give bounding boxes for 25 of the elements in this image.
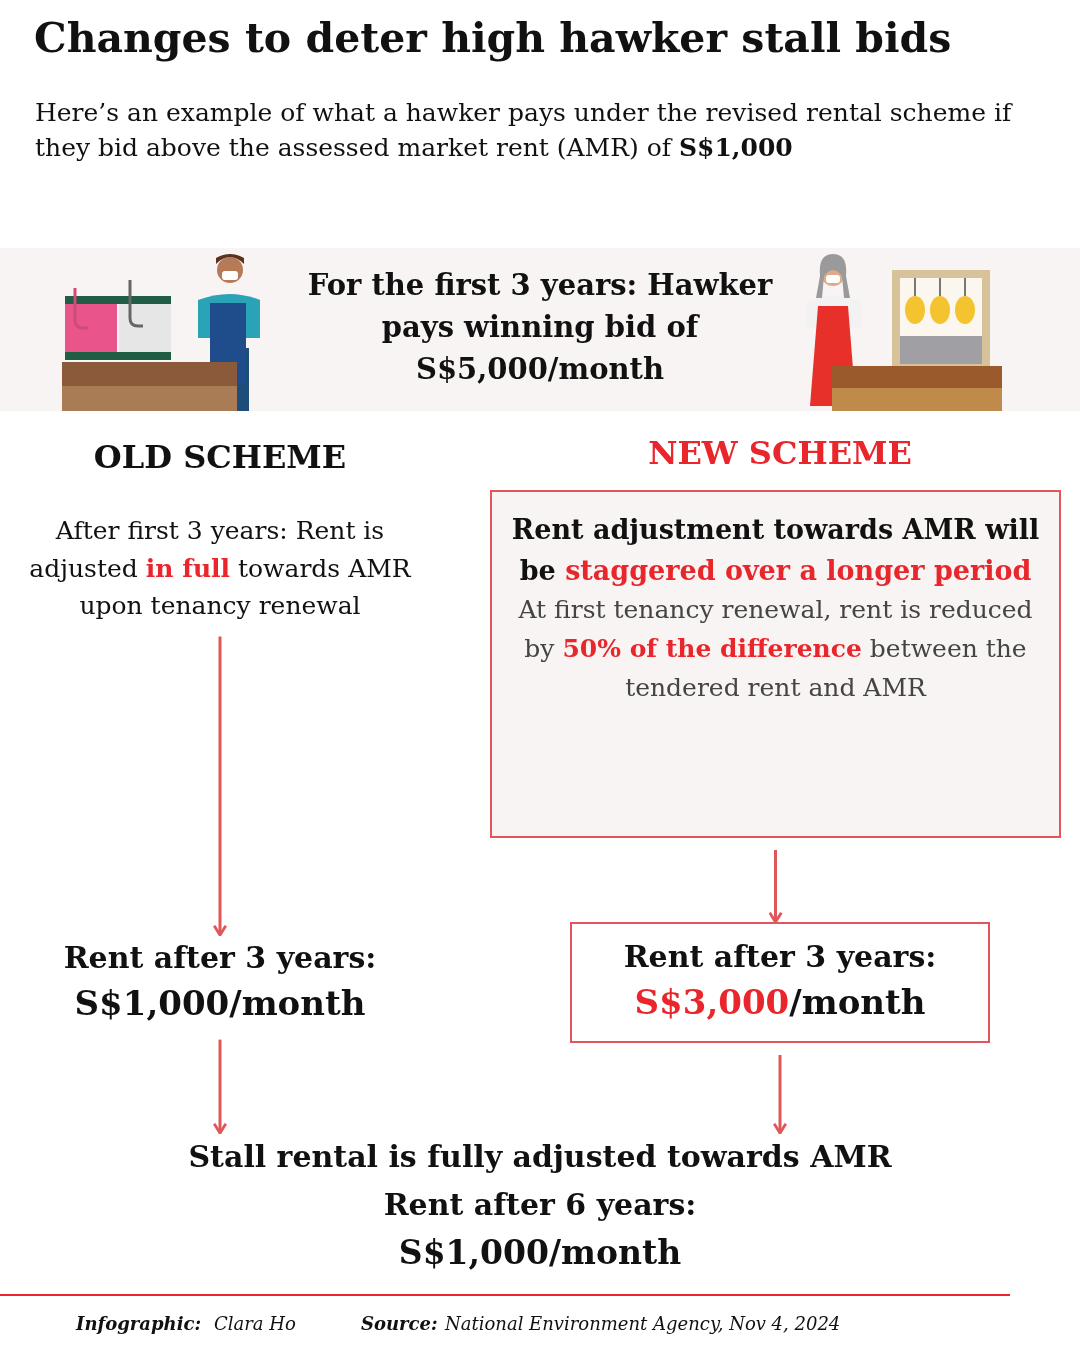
heading: Rent adjustment towards AMR will be staggered over a longer period <box>510 513 1041 588</box>
body-text: S$1,000/month <box>73 982 367 1025</box>
heading: Rent after 3 years: <box>622 938 938 976</box>
arrow <box>768 850 783 924</box>
body-text: Rent after 6 years: <box>382 1186 698 1224</box>
heading: Stall rental is fully adjusted towards AMR <box>187 1138 893 1176</box>
body-text: S$1,000/month <box>397 1232 683 1274</box>
heading: After first 3 years: Rent is adjusted in full towards AMR upon tenancy renewal <box>28 515 413 622</box>
arrow <box>772 1055 788 1135</box>
credit-label: Infographic: <box>76 1312 203 1336</box>
heading: Rent after 3 years: <box>62 939 378 977</box>
subtitle: Here’s an example of what a hawker pays under the revised rental scheme if they bid above the assessed market rent (AMR) of S$1,000 <box>35 97 1014 164</box>
info-box <box>490 490 1061 838</box>
section-heading: OLD SCHEME <box>92 437 348 478</box>
banner <box>0 248 1080 411</box>
credit-name: Clara Ho <box>214 1312 297 1336</box>
body-text: S$3,000/month <box>633 981 927 1024</box>
arrow <box>212 636 228 937</box>
arrow <box>212 1039 228 1135</box>
section-heading: NEW SCHEME <box>647 433 913 474</box>
body-text: At first tenancy renewal, rent is reduced by 50% of the difference between the tendered rent and AMR <box>517 594 1034 704</box>
source-text: National Environment Agency, Nov 4, 2024 <box>445 1312 842 1336</box>
info-box <box>570 922 990 1043</box>
title: Changes to deter high hawker stall bids <box>34 14 952 62</box>
banner-text: For the first 3 years: Hawker pays winning bid of S$5,000/month <box>306 267 774 389</box>
